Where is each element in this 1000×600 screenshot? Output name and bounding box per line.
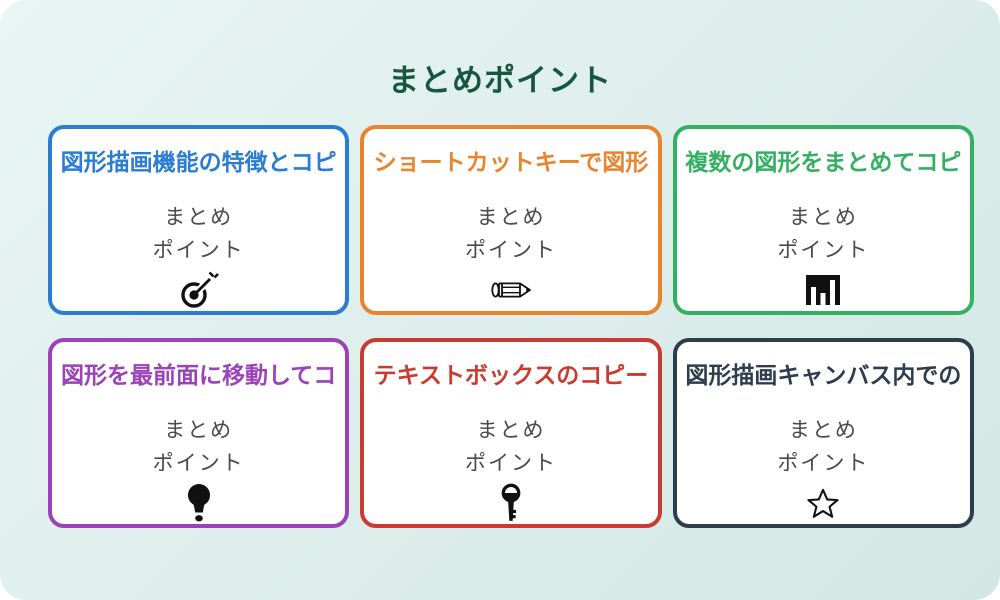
card-body-line: まとめ [476, 419, 546, 442]
card-title: テキストボックスのコピー [373, 362, 649, 388]
pencil-icon [489, 269, 533, 311]
card-body-line: まとめ [476, 206, 546, 229]
card-body: まとめ ポイント [153, 201, 245, 267]
card-body-line: ポイント [464, 452, 557, 475]
card-body-line: ポイント [777, 239, 870, 262]
card-body-line: まとめ [788, 419, 858, 442]
card-shortcut-keys: ショートカットキーで図形 まとめ ポイント [360, 125, 662, 315]
card-body-line: ポイント [152, 239, 245, 262]
card-copy-multiple-shapes: 複数の図形をまとめてコピ まとめ ポイント [672, 125, 974, 315]
card-body-line: ポイント [152, 452, 245, 475]
card-body: まとめ ポイント [153, 414, 245, 480]
card-body-line: まとめ [164, 419, 234, 442]
card-body: まとめ ポイント [465, 201, 557, 267]
card-title: ショートカットキーで図形 [373, 149, 649, 175]
card-textbox-copy: テキストボックスのコピー まとめ ポイント [360, 338, 662, 528]
star-icon [807, 482, 839, 524]
lightbulb-icon [187, 482, 211, 524]
card-shape-drawing-features: 図形描画機能の特徴とコピ まとめ ポイント [48, 125, 350, 315]
card-title: 図形描画機能の特徴とコピ [60, 149, 337, 175]
card-body-line: まとめ [164, 206, 234, 229]
card-within-drawing-canvas: 図形描画キャンバス内での まとめ ポイント [672, 338, 974, 528]
card-body-line: まとめ [788, 206, 858, 229]
card-body: まとめ ポイント [777, 414, 869, 480]
page-title: まとめポイント [388, 62, 612, 98]
card-bring-to-front: 図形を最前面に移動してコ まとめ ポイント [48, 338, 350, 528]
target-arrow-icon [179, 269, 219, 311]
card-body-line: ポイント [777, 452, 870, 475]
card-body: まとめ ポイント [465, 414, 557, 480]
card-title: 図形描画キャンバス内での [685, 362, 962, 388]
card-body-line: ポイント [464, 239, 557, 262]
card-grid: 図形描画機能の特徴とコピ まとめ ポイント [48, 125, 974, 528]
bar-chart-icon [805, 269, 841, 311]
card-title: 複数の図形をまとめてコピ [685, 149, 962, 175]
key-icon [500, 482, 522, 524]
card-body: まとめ ポイント [777, 201, 869, 267]
card-title: 図形を最前面に移動してコ [61, 362, 337, 388]
